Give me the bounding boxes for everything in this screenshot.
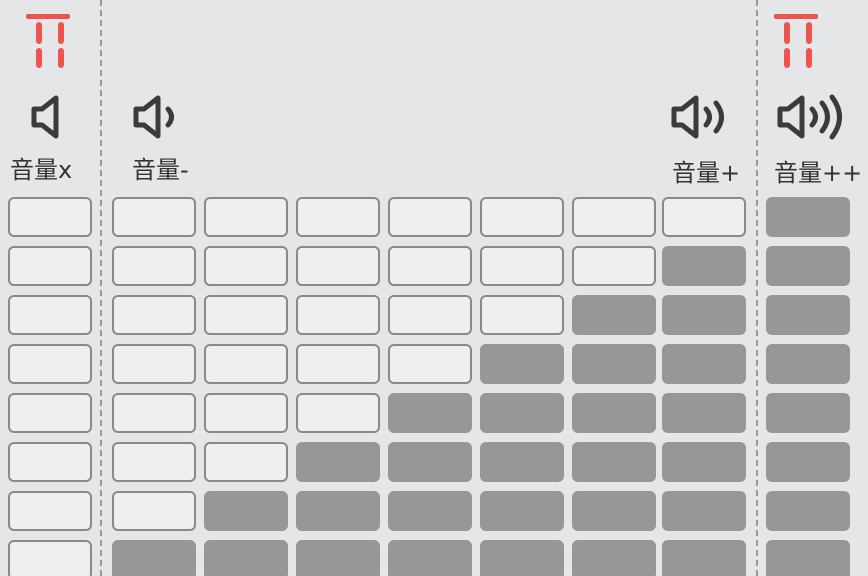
meter-cell: [204, 246, 288, 286]
meter-cell: [662, 344, 746, 384]
meter-cell: [480, 491, 564, 531]
meter-cell: [662, 442, 746, 482]
meter-cell: [296, 197, 380, 237]
speaker-mute-icon[interactable]: [28, 94, 108, 140]
divider-right: [756, 0, 758, 576]
meter-cell: [388, 540, 472, 576]
meter-cell: [204, 295, 288, 335]
meter-cell: [480, 344, 564, 384]
speaker-low-icon[interactable]: [130, 94, 210, 140]
meter-cell: [388, 393, 472, 433]
meter-cell: [662, 295, 746, 335]
meter-cell: [204, 442, 288, 482]
meter-cell: [572, 491, 656, 531]
meter-cell: [572, 246, 656, 286]
meter-cell: [8, 393, 92, 433]
divider-left: [100, 0, 102, 576]
meter-cell: [296, 246, 380, 286]
meter-cell: [572, 344, 656, 384]
volume-max-label: 音量++: [774, 159, 863, 187]
meter-cell: [112, 197, 196, 237]
speaker-max-icon[interactable]: [774, 94, 854, 140]
meter-cell: [662, 197, 746, 237]
speaker-high-icon[interactable]: [668, 94, 748, 140]
meter-cell: [8, 344, 92, 384]
meter-cell: [662, 491, 746, 531]
meter-cell: [662, 540, 746, 576]
meter-cell: [766, 197, 850, 237]
meter-cell: [572, 442, 656, 482]
meter-cell: [112, 491, 196, 531]
meter-cell: [766, 491, 850, 531]
meter-cell: [112, 393, 196, 433]
meter-cell: [8, 491, 92, 531]
meter-cell: [112, 295, 196, 335]
meter-cell: [480, 197, 564, 237]
meter-cell: [296, 393, 380, 433]
meter-cell: [8, 442, 92, 482]
meter-cell: [480, 295, 564, 335]
mute-label: 音量x: [10, 156, 73, 184]
meter-cell: [572, 540, 656, 576]
meter-cell: [204, 344, 288, 384]
meter-cell: [112, 344, 196, 384]
meter-cell: [112, 442, 196, 482]
meter-cell: [572, 197, 656, 237]
meter-cell: [388, 442, 472, 482]
meter-cell: [766, 246, 850, 286]
meter-cell: [112, 540, 196, 576]
meter-cell: [572, 295, 656, 335]
meter-cell: [8, 295, 92, 335]
meter-cell: [766, 344, 850, 384]
seven-segment-logo-icon: [774, 14, 818, 68]
meter-cell: [480, 393, 564, 433]
meter-cell: [296, 344, 380, 384]
meter-cell: [8, 540, 92, 576]
meter-cell: [766, 442, 850, 482]
meter-cell: [480, 246, 564, 286]
meter-cell: [296, 491, 380, 531]
seven-segment-logo-icon: [26, 14, 70, 68]
meter-cell: [572, 393, 656, 433]
meter-cell: [388, 491, 472, 531]
meter-cell: [480, 442, 564, 482]
meter-cell: [296, 295, 380, 335]
meter-cell: [388, 246, 472, 286]
volume-down-label: 音量-: [132, 156, 189, 184]
volume-up-label: 音量+: [672, 159, 741, 187]
meter-cell: [296, 442, 380, 482]
meter-cell: [662, 393, 746, 433]
meter-cell: [8, 197, 92, 237]
meter-cell: [388, 197, 472, 237]
meter-cell: [112, 246, 196, 286]
meter-cell: [204, 491, 288, 531]
meter-cell: [766, 295, 850, 335]
meter-cell: [204, 540, 288, 576]
meter-cell: [8, 246, 92, 286]
meter-cell: [662, 246, 746, 286]
meter-cell: [204, 197, 288, 237]
meter-cell: [766, 393, 850, 433]
meter-cell: [480, 540, 564, 576]
meter-cell: [204, 393, 288, 433]
meter-cell: [388, 295, 472, 335]
meter-cell: [766, 540, 850, 576]
meter-cell: [296, 540, 380, 576]
meter-cell: [388, 344, 472, 384]
